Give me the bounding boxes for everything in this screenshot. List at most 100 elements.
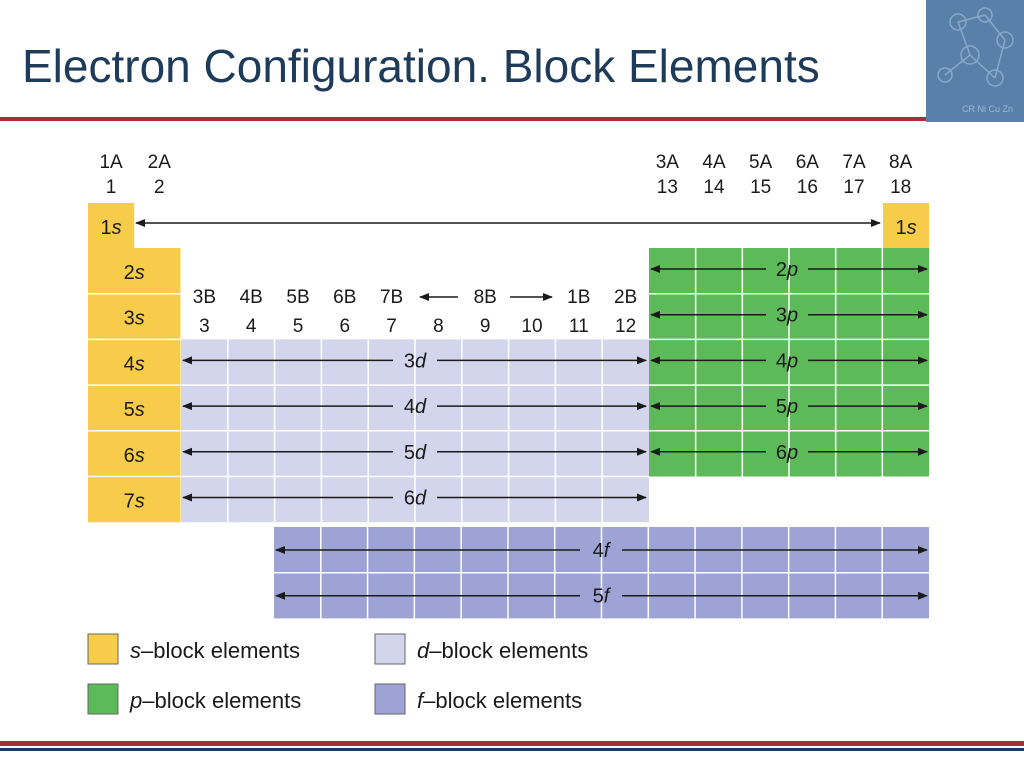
s-block-label: 3s: [124, 308, 145, 330]
group-header-transition-new: 4: [246, 316, 257, 337]
group-header-right-old: 8A: [889, 152, 913, 173]
group-header-transition-new: 5: [293, 316, 304, 337]
group-header-transition-new: 12: [615, 316, 636, 337]
group-headers: 1A12A23A134A145A156A167A178A183B34B45B56…: [99, 152, 912, 337]
title-underline: [0, 117, 926, 121]
legend-text: –block elements: [141, 638, 300, 663]
legend-swatch-s: [87, 633, 119, 665]
p-block-label-number: 5: [776, 396, 787, 418]
p-block-label-number: 2: [776, 259, 787, 281]
legend-label-d: d–block elements: [417, 638, 588, 663]
group-header-right-old: 5A: [749, 152, 773, 173]
p-block-label-number: 6: [776, 442, 787, 464]
logo-text: CR Ni Cu Zn: [962, 104, 1013, 114]
s-block-label-1: 1s: [101, 217, 122, 239]
group-header-transition-new: 9: [480, 316, 491, 337]
s-block-label: 4s: [124, 353, 145, 375]
group-header-left-old: 2A: [148, 152, 172, 173]
group-header-left-old: 1A: [99, 152, 123, 173]
group-header-transition-new: 6: [340, 316, 351, 337]
group-header-right-new: 16: [797, 177, 818, 198]
legend-text: –block elements: [429, 638, 588, 663]
legend-subshell: f: [417, 688, 426, 713]
group-header-right-old: 7A: [842, 152, 866, 173]
d-block-label-subshell: d: [415, 442, 427, 464]
group-header-left-new: 2: [154, 177, 165, 198]
d-block-label: 3d: [404, 350, 427, 372]
group-header-transition-new: 8: [433, 316, 444, 337]
s-block-label-1-number: 1: [101, 217, 112, 239]
group-header-transition-old: 8B: [474, 287, 497, 308]
d-block-label-number: 6: [404, 488, 415, 510]
s-block-row1-fill: [88, 203, 135, 249]
group-header-transition-old: 2B: [614, 287, 637, 308]
legend-text: –block elements: [142, 688, 301, 713]
s-block-label: 6s: [124, 445, 145, 467]
page-title: Electron Configuration. Block Elements: [22, 40, 820, 92]
legend-swatch-f: [374, 683, 406, 715]
legend-subshell: d: [417, 638, 430, 663]
group-header-right-new: 13: [657, 177, 678, 198]
group-header-transition-old: 7B: [380, 287, 403, 308]
p-block-label: 5p: [776, 396, 798, 418]
group-header-transition-new: 7: [386, 316, 397, 337]
footer-rules: [0, 741, 1024, 751]
group-header-transition-old: 6B: [333, 287, 356, 308]
group-header-left-new: 1: [106, 177, 117, 198]
p-block-label-subshell: p: [786, 259, 798, 281]
group-header-transition-new: 11: [569, 316, 589, 337]
d-block-label: 4d: [404, 396, 427, 418]
p-block-label-number: 4: [776, 350, 787, 372]
f-block-label-subshell: f: [604, 540, 612, 562]
p-block-label-subshell: p: [786, 305, 798, 327]
d-block-label-subshell: d: [415, 396, 427, 418]
s-block-label-subshell: s: [135, 353, 145, 375]
p-block-label-number: 3: [776, 305, 787, 327]
group-header-transition-old: 4B: [240, 287, 263, 308]
s-block-label-number: 7: [124, 491, 135, 513]
f-block-label: 4f: [593, 540, 612, 562]
p-block-label: 2p: [776, 259, 798, 281]
group-header-right-new: 18: [890, 177, 911, 198]
p-block-label-subshell: p: [786, 396, 798, 418]
group-header-transition-old: 5B: [286, 287, 309, 308]
s-block-label: 7s: [124, 491, 145, 513]
f-block-label-subshell: f: [604, 586, 612, 608]
d-block-label-subshell: d: [415, 488, 427, 510]
legend-text: –block elements: [423, 688, 582, 713]
s-block-label-number: 5: [124, 399, 135, 421]
s-block-label-number: 6: [124, 445, 135, 467]
he-1s-label-number: 1: [895, 217, 906, 239]
s-block-label: 5s: [124, 399, 145, 421]
d-block-label-number: 4: [404, 396, 415, 418]
p-block-label: 4p: [776, 350, 798, 372]
s-block-label-subshell: s: [135, 262, 145, 284]
group-header-right-old: 3A: [656, 152, 680, 173]
legend-label-s: s–block elements: [130, 638, 300, 663]
d-block-label: 5d: [404, 442, 427, 464]
group-header-transition-new: 10: [521, 316, 542, 337]
p-block-label: 6p: [776, 442, 798, 464]
s-block-label-number: 3: [124, 308, 135, 330]
group-header-right-new: 17: [843, 177, 864, 198]
f-block-label-number: 5: [593, 586, 604, 608]
he-1s-cell: [883, 203, 929, 249]
group-header-transition-old: 1B: [567, 287, 590, 308]
s-block-label-1-subshell: s: [112, 217, 122, 239]
legend-subshell: p: [129, 688, 142, 713]
s-block-label-subshell: s: [135, 308, 145, 330]
s-block-label-subshell: s: [135, 445, 145, 467]
d-block-label-number: 5: [404, 442, 415, 464]
s-block-label: 2s: [124, 262, 145, 284]
s-block-label-subshell: s: [135, 491, 145, 513]
s-block-label-number: 4: [124, 353, 135, 375]
d-block-label-subshell: d: [415, 350, 427, 372]
group-header-right-old: 4A: [702, 152, 726, 173]
group-header-right-new: 15: [750, 177, 771, 198]
legend-label-p: p–block elements: [129, 688, 301, 713]
group-header-transition-new: 3: [199, 316, 210, 337]
s-block-label-subshell: s: [135, 399, 145, 421]
